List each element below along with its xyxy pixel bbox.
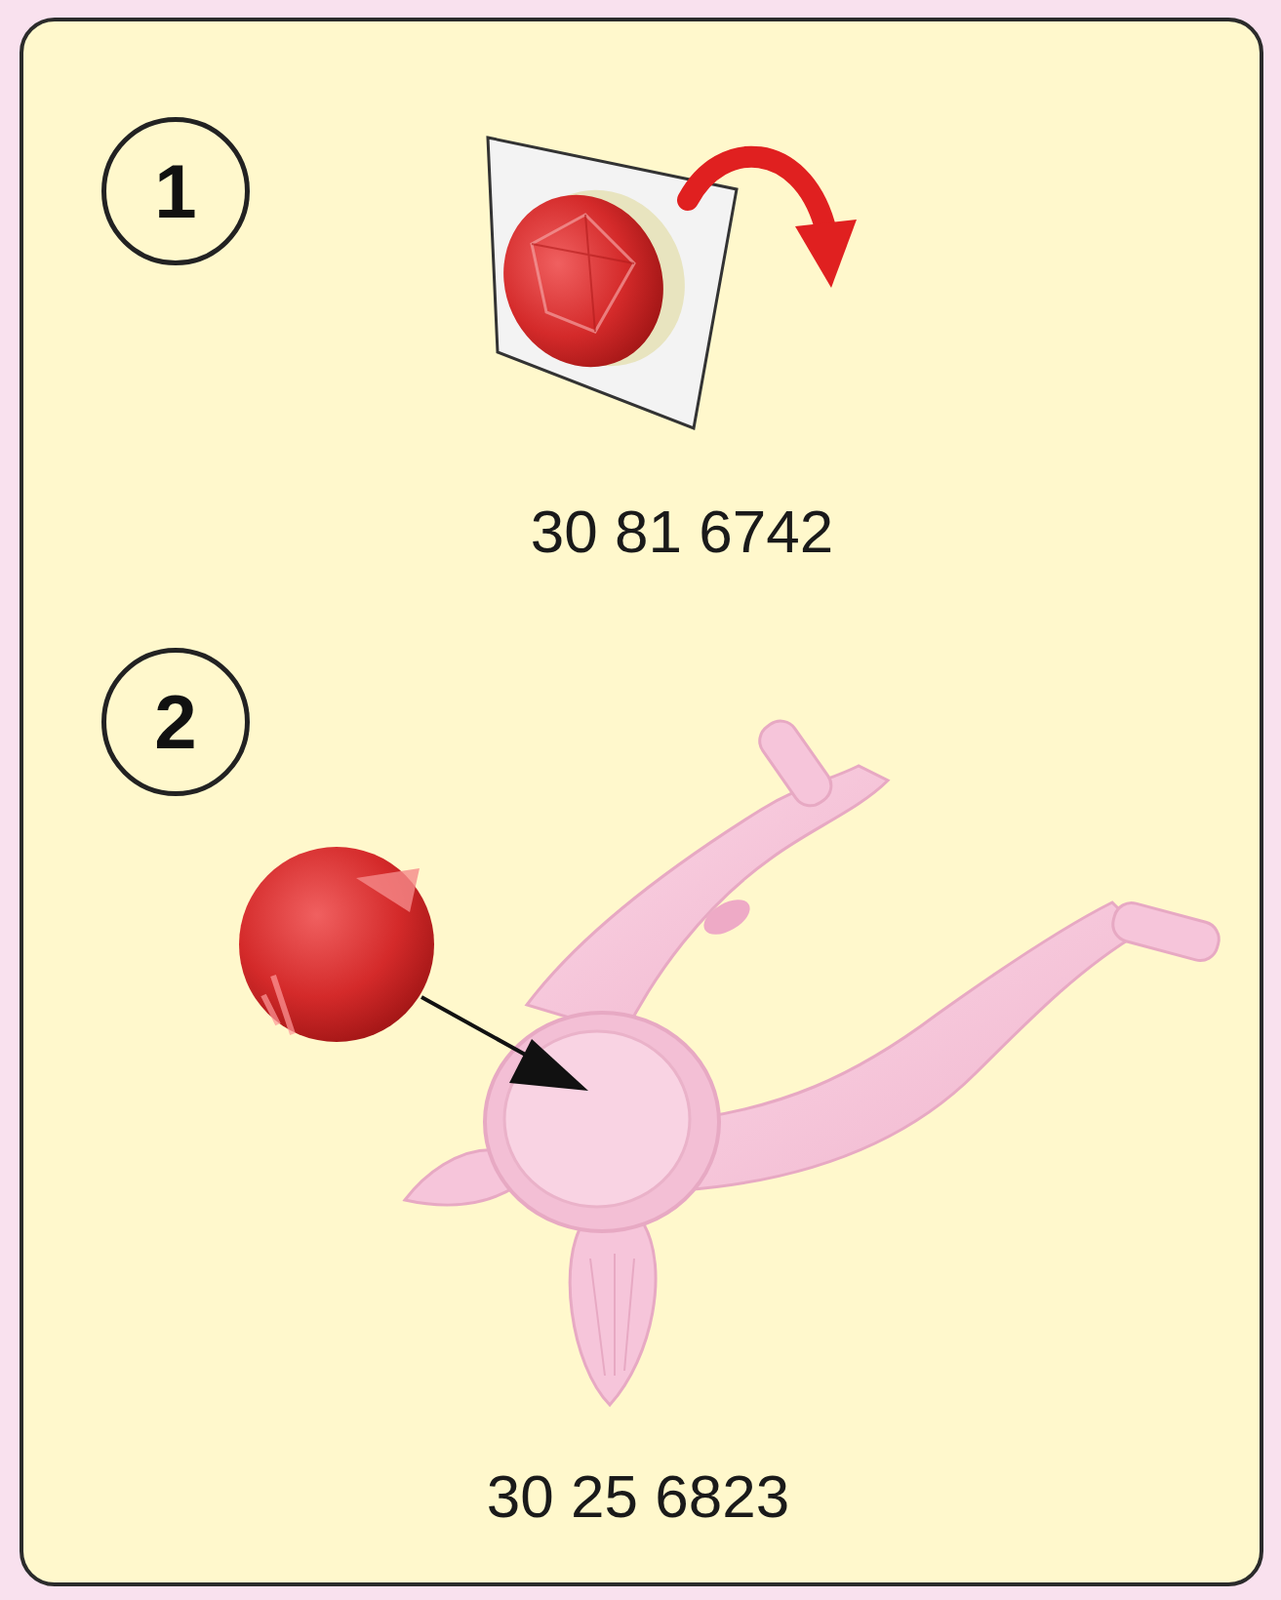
panel (21, 19, 1262, 1585)
part-number: 30 25 6823 (486, 1461, 790, 1531)
placement-arrow (421, 997, 589, 1091)
step-number: 1 (154, 153, 197, 230)
part-number: 30 81 6742 (530, 496, 834, 566)
step-number: 2 (154, 683, 197, 761)
step-circle: 1 (101, 117, 250, 266)
step-circle: 2 (101, 647, 250, 797)
pink-part (404, 714, 1223, 1405)
red-gem (239, 846, 435, 1042)
peel-arrow (687, 157, 857, 288)
